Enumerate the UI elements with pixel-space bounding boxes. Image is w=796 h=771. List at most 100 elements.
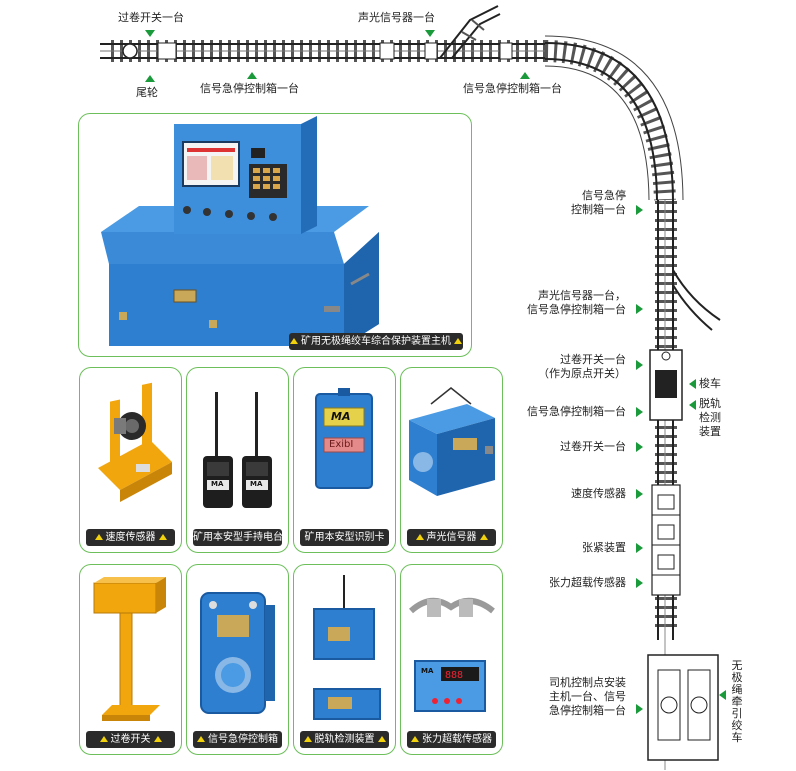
label-top-shengguang: 声光信号器一台 [358,11,435,24]
caption-sound-signal-text: 声光信号器 [426,532,477,543]
panel-signal-box: 信号急停控制箱 [186,564,289,755]
caption-signal-box-text: 信号急停控制箱 [208,734,278,745]
marker-tuogui [689,400,696,410]
caption-mark-icon [158,534,167,540]
caption-id-card: 矿用本安型识别卡 [300,529,389,546]
caption-speed-sensor: 速度传感器 [86,529,175,546]
label-tension-sensor: 张力超载传感器 [549,576,626,589]
caption-mark-icon [377,736,386,742]
label-suoche: 梭车 [699,377,721,390]
radio-brand-1: MA [211,480,224,488]
caption-main-host: 矿用无极绳绞车综合保护装置主机 [289,333,463,350]
derail-device-illustration [313,575,381,720]
radio-brand-2: MA [250,480,263,488]
caption-mark-icon [415,534,424,540]
marker-winch [719,690,726,700]
label-jiting-1: 信号急停控制箱一台 [200,82,299,95]
caption-tension-overload-text: 张力超载传感器 [422,734,492,745]
panel-main-host: 矿用无极绳绞车综合保护装置主机 [78,113,472,357]
caption-mark-icon [99,736,108,742]
caption-overwind-switch-text: 过卷开关 [110,734,151,745]
marker-jiting-2 [520,72,530,79]
card-mark: ExibI [329,439,354,450]
marker-top-guojuan [145,30,155,37]
marker-jiting-1 [247,72,257,79]
panel-sound-signal: 声光信号器 [400,367,503,553]
caption-speed-sensor-text: 速度传感器 [105,532,156,543]
panel-overwind-switch: 过卷开关 [79,564,182,755]
label-shengguang-2a: 声光信号器一台， [538,289,626,302]
caption-mark-icon [411,736,419,742]
caption-signal-box: 信号急停控制箱 [193,731,282,748]
panel-radio: MA MA 矿用本安型手持电台 [186,367,289,553]
top-branch [439,5,501,59]
panel-tension-overload: 888 MA 张力超载传感器 [400,564,503,755]
label-driver-b: 主机一台、信号 [549,690,626,703]
label-tuogui-b: 检测 [699,411,721,424]
label-weilun: 尾轮 [136,86,158,99]
sensor-brand: MA [421,667,434,675]
label-jiting-4: 信号急停控制箱一台 [527,405,626,418]
label-top-guojuan: 过卷开关一台 [118,11,184,24]
curve-track [544,35,684,201]
marker-guojuan-3 [636,442,643,452]
sound-signal-illustration [409,387,495,496]
marker-jiting-4 [636,407,643,417]
caption-radio-text: 矿用本安型手持电台 [193,532,283,543]
caption-derail-device-text: 脱轨检测装置 [314,734,375,745]
panel-derail-device: 脱轨检测装置 [293,564,396,755]
label-speed: 速度传感器 [571,487,626,500]
label-winch-vertical: 无极绳牵引绞车 [731,659,743,744]
caption-overwind-switch: 过卷开关 [86,731,175,748]
tension-display-icon: 888 [445,670,463,681]
label-jiting-3a: 信号急停 [582,189,626,202]
marker-guojuan-2 [636,360,643,370]
vertical-track [647,200,721,770]
caption-mark-icon [479,534,488,540]
label-tuogui-c: 装置 [699,425,721,438]
tension-overload-illustration: 888 [408,598,495,712]
marker-tension-sensor [636,578,643,588]
caption-mark-icon [303,736,312,742]
label-guojuan-2a: 过卷开关一台 [560,353,626,366]
top-track [100,40,548,62]
card-brand: MA [331,410,351,423]
panel-speed-sensor: 速度传感器 [79,367,182,553]
marker-speed [636,489,643,499]
marker-tension-dev [636,543,643,553]
caption-main-host-text: 矿用无极绳绞车综合保护装置主机 [301,336,451,347]
marker-weilun [145,75,155,82]
caption-sound-signal: 声光信号器 [407,529,496,546]
label-jiting-3b: 控制箱一台 [571,203,626,216]
caption-mark-icon [454,338,462,344]
marker-suoche [689,379,696,389]
caption-mark-icon [153,736,162,742]
caption-id-card-text: 矿用本安型识别卡 [304,532,385,543]
label-shengguang-2b: 信号急停控制箱一台 [527,303,626,316]
marker-top-shengguang [425,30,435,37]
speed-sensor-illustration [98,382,172,502]
marker-jiting-3 [636,205,643,215]
caption-mark-icon [290,338,298,344]
caption-mark-icon [197,736,205,742]
signal-box-illustration [200,592,275,714]
label-guojuan-2b: （作为原点开关） [538,367,626,380]
id-card-illustration [315,388,373,489]
overwind-switch-illustration [93,577,166,721]
caption-tension-overload: 张力超载传感器 [407,731,496,748]
caption-mark-icon [94,534,103,540]
label-jiting-2: 信号急停控制箱一台 [463,82,562,95]
caption-radio: 矿用本安型手持电台 [193,529,283,546]
main-host-illustration [101,116,379,346]
caption-derail-device: 脱轨检测装置 [300,731,389,748]
label-tuogui-a: 脱轨 [699,397,721,410]
label-guojuan-3: 过卷开关一台 [560,440,626,453]
marker-shengguang-2 [636,304,643,314]
radio-illustration [203,392,272,508]
label-driver-c: 急停控制箱一台 [549,704,626,717]
marker-driver [636,704,643,714]
label-driver-a: 司机控制点安装 [549,676,626,689]
label-tension-dev: 张紧装置 [582,541,626,554]
panel-id-card: MA ExibI 矿用本安型识别卡 [293,367,396,553]
